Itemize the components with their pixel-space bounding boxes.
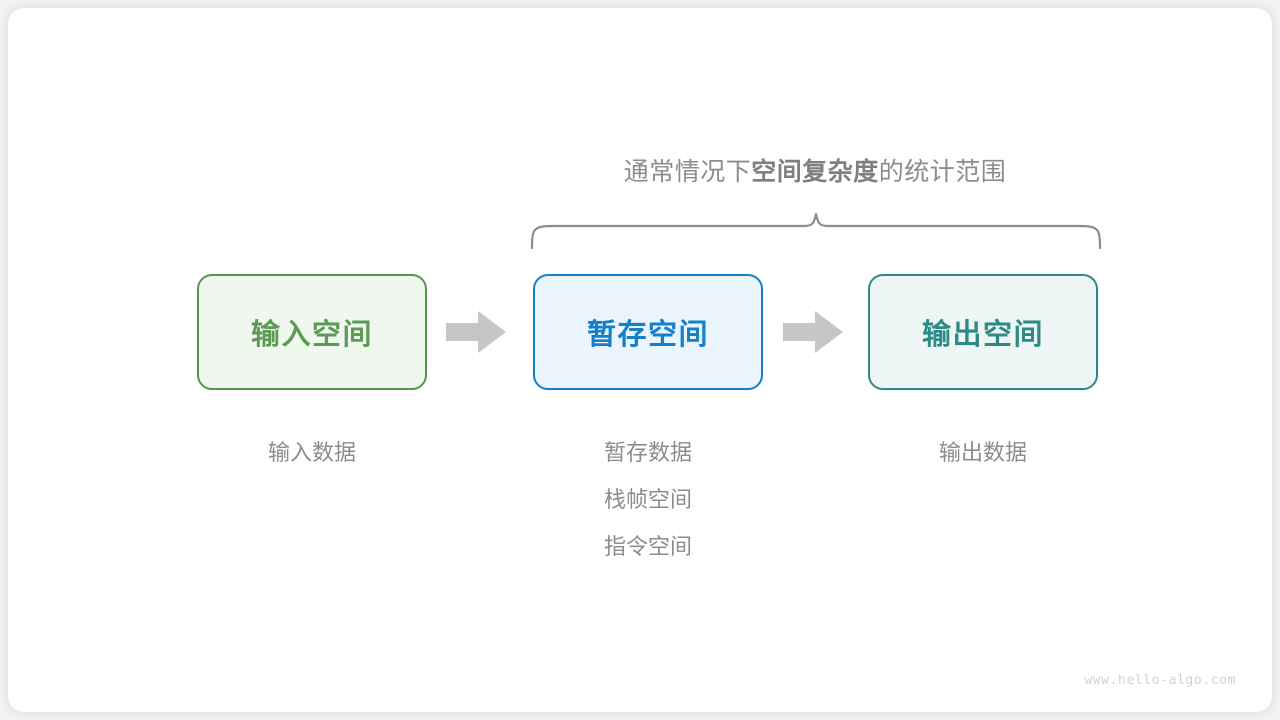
scope-brace-icon (530, 212, 1102, 250)
diagram-card: 通常情况下空间复杂度的统计范围 输入空间 暂存空间 输出空间 输入数据 (8, 8, 1272, 712)
caption-item: 输入数据 (267, 440, 356, 465)
caption-item: 暂存数据 (603, 440, 692, 465)
box-output-space[interactable]: 输出空间 (868, 274, 1098, 390)
caption-column-output: 输出数据 (868, 429, 1098, 476)
scope-caption-tail: 的统计范围 (878, 158, 1007, 186)
box-input-space[interactable]: 输入空间 (197, 274, 427, 390)
scope-caption: 通常情况下空间复杂度的统计范围 (8, 152, 1280, 188)
box-output-space-label: 输出空间 (921, 319, 1044, 351)
caption-item: 指令空间 (603, 534, 692, 559)
arrow-right-icon-2 (783, 311, 843, 353)
box-temp-space[interactable]: 暂存空间 (533, 274, 763, 390)
scope-caption-emphasis: 空间复杂度 (751, 158, 879, 186)
arrow-right-icon-1 (446, 311, 506, 353)
watermark: www.hello-algo.com (1084, 673, 1236, 688)
caption-item: 栈帧空间 (603, 487, 692, 512)
box-temp-space-label: 暂存空间 (586, 319, 709, 351)
scope-caption-lead: 通常情况下 (623, 158, 752, 186)
caption-column-input: 输入数据 (197, 429, 427, 476)
box-input-space-label: 输入空间 (250, 319, 373, 351)
caption-column-temp: 暂存数据 栈帧空间 指令空间 (533, 429, 763, 570)
caption-item: 输出数据 (938, 440, 1027, 465)
